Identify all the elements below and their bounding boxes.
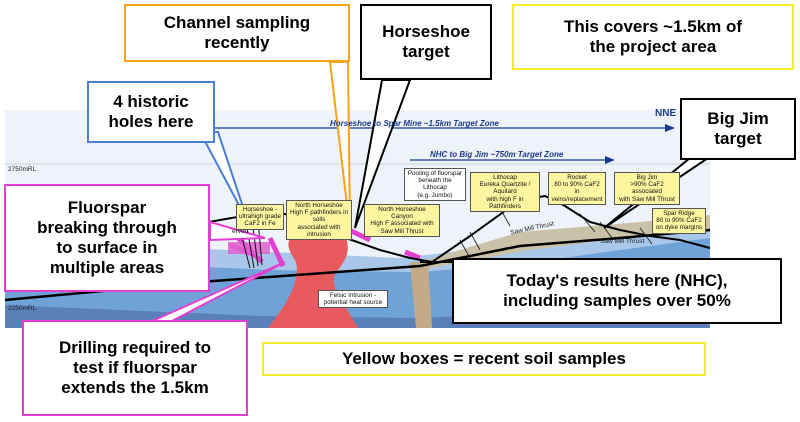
callout-coverage: This covers ~1.5km of the project area [512, 4, 794, 70]
zone2-label: NHC to Big Jim ~750m Target Zone [430, 150, 564, 159]
fluorspar-bed [228, 242, 270, 254]
horseshoe-leader [354, 79, 412, 229]
direction-label: NNE [655, 108, 677, 119]
zone2-arrow-head [605, 156, 615, 164]
callout-channel-sampling: Channel sampling recently [124, 4, 350, 62]
soil-box-spar-ridge: Spar Ridge 80 to 90% CaF2 on dyke margin… [652, 208, 706, 234]
pooling-note-box: Pooling of fluorspar beneath the Lithoca… [404, 168, 466, 201]
rl-top-label: 2750mRL [8, 166, 37, 173]
soil-box-lithocap: Lithocap Eureka Quartzite / Aquitard wit… [470, 172, 540, 213]
callout-fluorspar-breaking: Fluorspar breaking through to surface in… [4, 184, 210, 292]
soil-box-horseshoe: Horseshoe - ultrahigh grade CaF2 in Fe [236, 204, 284, 230]
zone1-label: Horseshoe to Spar Mine ~1.5km Target Zon… [330, 119, 499, 128]
soil-box-bigjim: Big Jim >90% CaF2 associated with Saw Mi… [614, 172, 680, 205]
callout-todays-results: Today's results here (NHC), including sa… [452, 258, 782, 324]
callout-horseshoe-target: Horseshoe target [360, 4, 492, 80]
callout-drilling-required: Drilling required to test if fluorspar e… [22, 320, 248, 416]
dyke [410, 262, 432, 328]
callout-historic-holes: 4 historic holes here [87, 81, 215, 143]
soil-box-nhc: North Horseshoe Canyon High F associated… [364, 204, 440, 237]
soil-box-rocket: Rocket 80 to 90% CaF2 in veins/replaceme… [548, 172, 606, 205]
rl-bottom-label: 2250mRL [8, 305, 37, 312]
reserved-label: erved [232, 228, 249, 235]
intrusion-label: Felsic Intrusion - potential heat source [318, 290, 388, 309]
zone1-arrow-head [665, 124, 675, 132]
channel-leader [328, 61, 351, 231]
callout-big-jim-target: Big Jim target [680, 98, 796, 160]
thrust-label-right: Saw Mill Thrust [600, 238, 645, 245]
soil-box-north-horseshoe: North Horseshoe High F pathfinders in so… [286, 200, 352, 241]
fluorspar-leader [209, 220, 266, 242]
topography-line [5, 194, 711, 264]
legend-yellow-boxes: Yellow boxes = recent soil samples [262, 342, 706, 376]
